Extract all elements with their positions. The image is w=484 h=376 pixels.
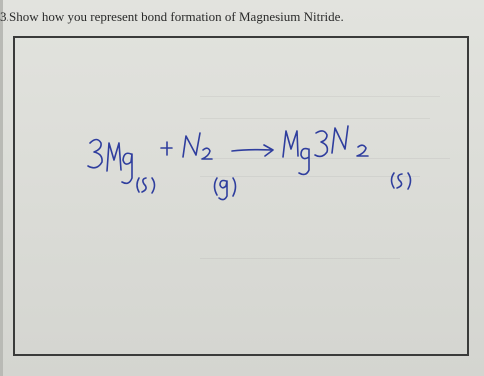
- bleed-through-line: [200, 176, 420, 177]
- handwritten-coefficient-3: [87, 138, 103, 169]
- handwritten-g: [121, 152, 133, 185]
- handwritten-plus: [160, 141, 173, 156]
- handwritten-g-product: [298, 147, 310, 176]
- question-number: 3.: [0, 9, 8, 24]
- handwritten-arrow: [231, 144, 274, 157]
- bleed-through-line: [200, 118, 430, 119]
- question-line: 3. Show how you represent bond formation…: [0, 7, 344, 27]
- handwritten-subscript-2: [201, 147, 213, 160]
- handwritten-subscript-3: [314, 130, 329, 158]
- handwritten-subscript-2-product: [356, 144, 369, 157]
- page-edge: [0, 0, 3, 376]
- answer-box: [13, 36, 469, 356]
- handwritten-subscript-s-product: [390, 172, 412, 190]
- handwritten-subscript-s: [136, 177, 156, 194]
- bleed-through-line: [200, 258, 400, 259]
- handwritten-m-product: [282, 130, 299, 158]
- bleed-through-line: [200, 158, 450, 159]
- handwritten-n: [182, 132, 201, 158]
- handwritten-n-product: [331, 125, 349, 154]
- question-text: Show how you represent bond formation of…: [9, 9, 344, 24]
- handwritten-subscript-g: [213, 177, 237, 201]
- handwritten-m: [106, 142, 122, 172]
- bleed-through-line: [200, 96, 440, 97]
